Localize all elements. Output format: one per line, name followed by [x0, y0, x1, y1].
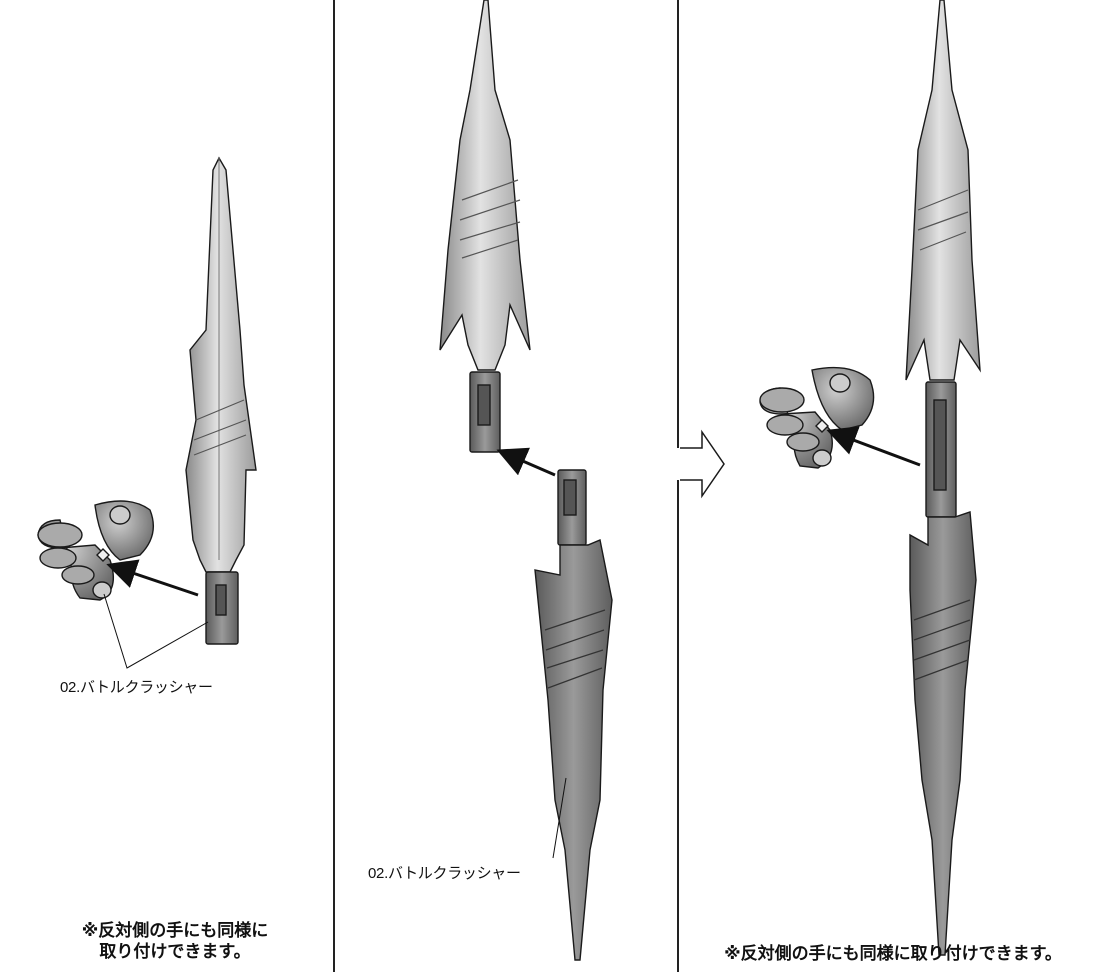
panel-1-note-line-2: 取り付けできます。: [99, 942, 251, 961]
attach-arrow-icon: [826, 426, 921, 467]
attach-arrow-icon: [496, 447, 556, 477]
panel-2-leader-line: [552, 777, 567, 859]
panel-3-note: ※反対側の手にも同様に取り付けできます。: [688, 943, 1098, 964]
panel-1-part-label: 02.バトルクラッシャー: [60, 679, 213, 696]
panel-1-note-line-1: ※反対側の手にも同様に: [81, 921, 269, 940]
attach-arrow-icon: [106, 559, 199, 597]
panel-3-assembled-blade: [905, 0, 981, 956]
panel-2-upper-blade: [439, 0, 531, 453]
panel-2-part-label: 02.バトルクラッシャー: [368, 865, 521, 882]
next-step-arrow-icon: [680, 429, 725, 499]
panel-3-note-line-1: ※反対側の手にも同様に取り付けできます。: [724, 944, 1062, 963]
panel-1-leader-lines: [103, 593, 209, 669]
panel-2-lower-blade: [534, 469, 613, 961]
panel-1-note: ※反対側の手にも同様に 取り付けできます。: [70, 920, 280, 962]
panel-1-hand: [37, 500, 154, 601]
divider-right-top: [677, 0, 679, 448]
divider-right-bottom: [677, 480, 679, 972]
divider-left: [333, 0, 335, 972]
panel-1-blade: [185, 156, 257, 645]
panel-3-hand: [759, 366, 875, 469]
